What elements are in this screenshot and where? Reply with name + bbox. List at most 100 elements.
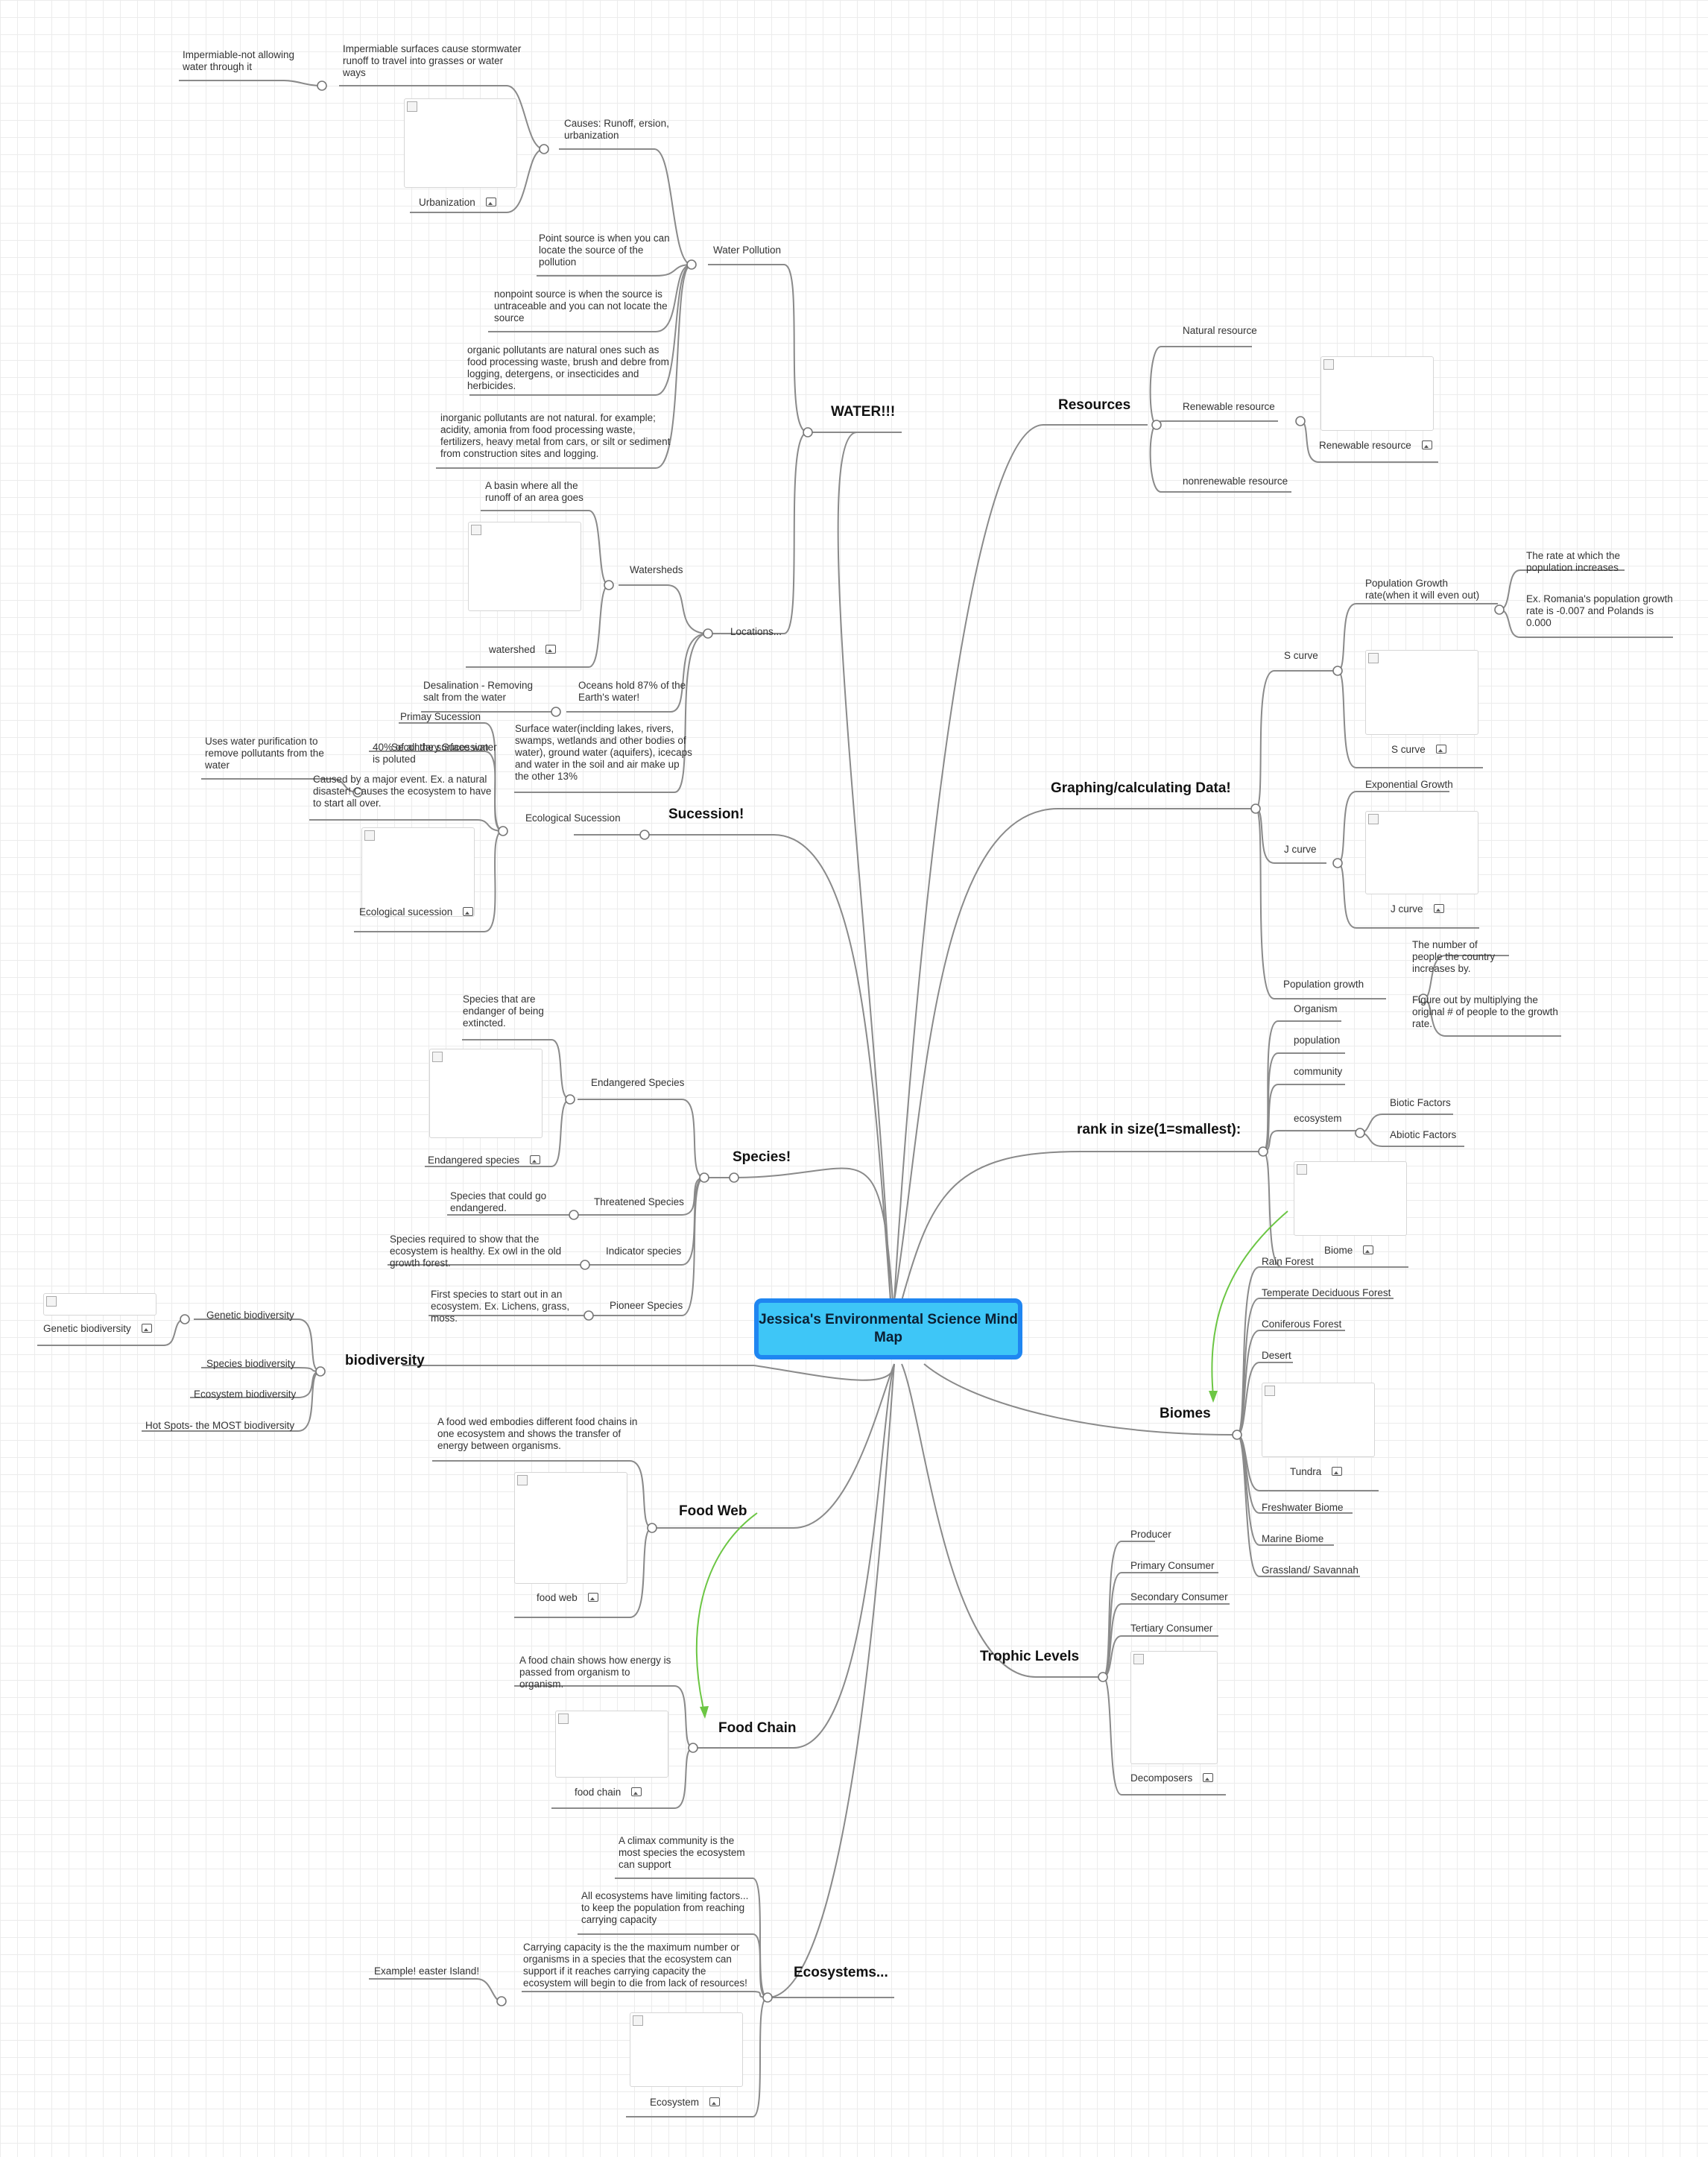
image-caption[interactable]: Biome [1324,1245,1374,1256]
node-secondary-consumer[interactable]: Secondary Consumer [1130,1591,1228,1602]
image-caption[interactable]: J curve [1391,903,1444,915]
image-placeholder[interactable] [43,1293,156,1316]
image-placeholder[interactable] [555,1711,668,1778]
image-caption[interactable]: Decomposers [1130,1772,1214,1784]
node-hot-spots[interactable]: Hot Spots- the MOST biodiversity [145,1420,295,1431]
image-placeholder[interactable] [468,522,581,611]
node-renewable-resource[interactable]: Renewable resource [1183,401,1275,412]
node-desalination[interactable]: Desalination - Removing salt from the wa… [423,680,534,703]
node-exponential-growth[interactable]: Exponential Growth [1365,779,1453,790]
image-placeholder[interactable] [1365,650,1478,735]
image-caption[interactable]: Tundra [1290,1466,1343,1477]
node-j-curve[interactable]: J curve [1284,844,1317,855]
node-carrying-capacity[interactable]: Carrying capacity is the the maximum num… [523,1942,747,1989]
node-pop-growth-def[interactable]: The number of people the country increas… [1412,939,1496,974]
node-romania[interactable]: Ex. Romania's population growth rate is … [1526,593,1673,628]
node-pioneer[interactable]: Pioneer Species [610,1300,683,1311]
topic-resources[interactable]: Resources [1058,397,1131,413]
image-caption[interactable]: watershed [489,644,557,655]
node-population-growth[interactable]: Population growth [1283,979,1364,990]
node-major-event[interactable]: Caused by a major event. Ex. a natural d… [313,774,492,809]
image-caption[interactable]: Endangered species [428,1155,541,1166]
node-natural-resource[interactable]: Natural resource [1183,325,1257,336]
image-placeholder[interactable] [1262,1383,1375,1457]
node-population[interactable]: population [1294,1035,1341,1046]
image-placeholder[interactable] [1294,1161,1407,1236]
node-climax[interactable]: A climax community is the most species t… [619,1835,745,1870]
topic-rank[interactable]: rank in size(1=smallest): [1077,1122,1242,1137]
node-community[interactable]: community [1294,1066,1343,1077]
node-food-chain-def[interactable]: A food chain shows how energy is passed … [519,1655,671,1690]
node-indicator[interactable]: Indicator species [606,1245,682,1257]
node-temperate-forest[interactable]: Temperate Deciduous Forest [1262,1287,1391,1298]
node-ecosystem[interactable]: ecosystem [1294,1113,1342,1124]
node-rain-forest[interactable]: Rain Forest [1262,1256,1314,1267]
node-endangered-def[interactable]: Species that are endanger of being extin… [463,994,544,1029]
topic-graphing[interactable]: Graphing/calculating Data! [1051,780,1231,796]
node-point-source[interactable]: Point source is when you can locate the … [539,233,670,268]
node-species-biodiversity[interactable]: Species biodiversity [206,1358,296,1369]
node-abiotic-factors[interactable]: Abiotic Factors [1390,1129,1457,1140]
node-food-web-def[interactable]: A food wed embodies different food chain… [437,1416,638,1451]
image-placeholder[interactable] [1130,1651,1218,1764]
topic-biomes[interactable]: Biomes [1160,1406,1211,1421]
node-causes[interactable]: Causes: Runoff, ersion, urbanization [564,118,669,141]
image-placeholder[interactable] [1320,356,1434,431]
node-basin[interactable]: A basin where all the runoff of an area … [485,480,583,503]
node-genetic-biodiversity[interactable]: Genetic biodiversity [206,1310,294,1321]
image-placeholder[interactable] [1365,811,1478,894]
image-placeholder[interactable] [630,2012,743,2087]
topic-food-web[interactable]: Food Web [679,1503,747,1519]
image-placeholder[interactable] [514,1472,627,1584]
node-surface-polluted[interactable]: 40% of all the surface water is poluted [373,742,497,765]
node-s-curve[interactable]: S curve [1284,650,1318,661]
node-primary-sucession[interactable]: Primay Sucession [400,711,481,722]
node-desert[interactable]: Desert [1262,1350,1291,1361]
image-caption[interactable]: Urbanization [419,197,496,208]
node-primary-consumer[interactable]: Primary Consumer [1130,1560,1215,1571]
central-topic[interactable]: Jessica's Environmental Science Mind Map [754,1298,1022,1359]
image-caption[interactable]: food web [537,1592,598,1603]
node-grassland[interactable]: Grassland/ Savannah [1262,1564,1359,1576]
node-purification[interactable]: Uses water purification to remove pollut… [205,736,324,771]
node-coniferous-forest[interactable]: Coniferous Forest [1262,1318,1342,1330]
node-surface-water[interactable]: Surface water(inclding lakes, rivers, sw… [515,723,692,782]
node-water-pollution[interactable]: Water Pollution [713,244,782,256]
node-producer[interactable]: Producer [1130,1529,1171,1540]
node-impermiable-def[interactable]: Impermiable-not allowing water through i… [183,49,295,72]
topic-water[interactable]: WATER!!! [831,404,896,420]
topic-biodiversity[interactable]: biodiversity [345,1353,425,1368]
image-placeholder[interactable] [404,98,517,188]
node-organism[interactable]: Organism [1294,1003,1338,1014]
node-organic-pollutants[interactable]: organic pollutants are natural ones such… [467,344,669,391]
image-placeholder[interactable] [429,1049,543,1138]
node-easter-island[interactable]: Example! easter Island! [374,1965,480,1977]
image-caption[interactable]: S curve [1391,744,1446,755]
image-caption[interactable]: food chain [575,1787,642,1798]
node-impermiable-surfaces[interactable]: Impermiable surfaces cause stormwater ru… [343,43,522,78]
node-indicator-def[interactable]: Species required to show that the ecosys… [390,1234,562,1269]
node-nonpoint-source[interactable]: nonpoint source is when the source is un… [494,288,668,323]
node-tertiary-consumer[interactable]: Tertiary Consumer [1130,1623,1213,1634]
node-population-growth-rate[interactable]: Population Growth rate(when it will even… [1365,578,1480,601]
node-ecological-sucession[interactable]: Ecological Sucession [525,812,621,824]
node-figure-out[interactable]: Figure out by multiplying the original #… [1412,994,1558,1029]
node-pioneer-def[interactable]: First species to start out in an ecosyst… [431,1289,570,1324]
node-threatened-def[interactable]: Species that could go endangered. [450,1190,547,1213]
node-limiting-factors[interactable]: All ecosystems have limiting factors... … [581,1890,749,1925]
node-endangered[interactable]: Endangered Species [591,1077,685,1088]
image-caption[interactable]: Ecosystem [650,2097,721,2108]
image-caption[interactable]: Genetic biodiversity [43,1323,152,1334]
node-ecosystem-biodiversity[interactable]: Ecosystem biodiversity [194,1389,297,1400]
node-threatened[interactable]: Threatened Species [594,1196,684,1207]
node-biotic-factors[interactable]: Biotic Factors [1390,1097,1451,1108]
node-watersheds[interactable]: Watersheds [630,564,683,575]
topic-trophic[interactable]: Trophic Levels [980,1649,1080,1664]
image-caption[interactable]: Ecological sucession [359,906,474,918]
node-secondary-sucession[interactable]: Secondary Sucession [391,742,489,753]
node-rate-def[interactable]: The rate at which the population increas… [1526,550,1621,573]
topic-food-chain[interactable]: Food Chain [718,1720,797,1736]
node-freshwater-biome[interactable]: Freshwater Biome [1262,1502,1344,1513]
node-oceans[interactable]: Oceans hold 87% of the Earth's water! [578,680,686,703]
topic-species[interactable]: Species! [733,1149,791,1165]
